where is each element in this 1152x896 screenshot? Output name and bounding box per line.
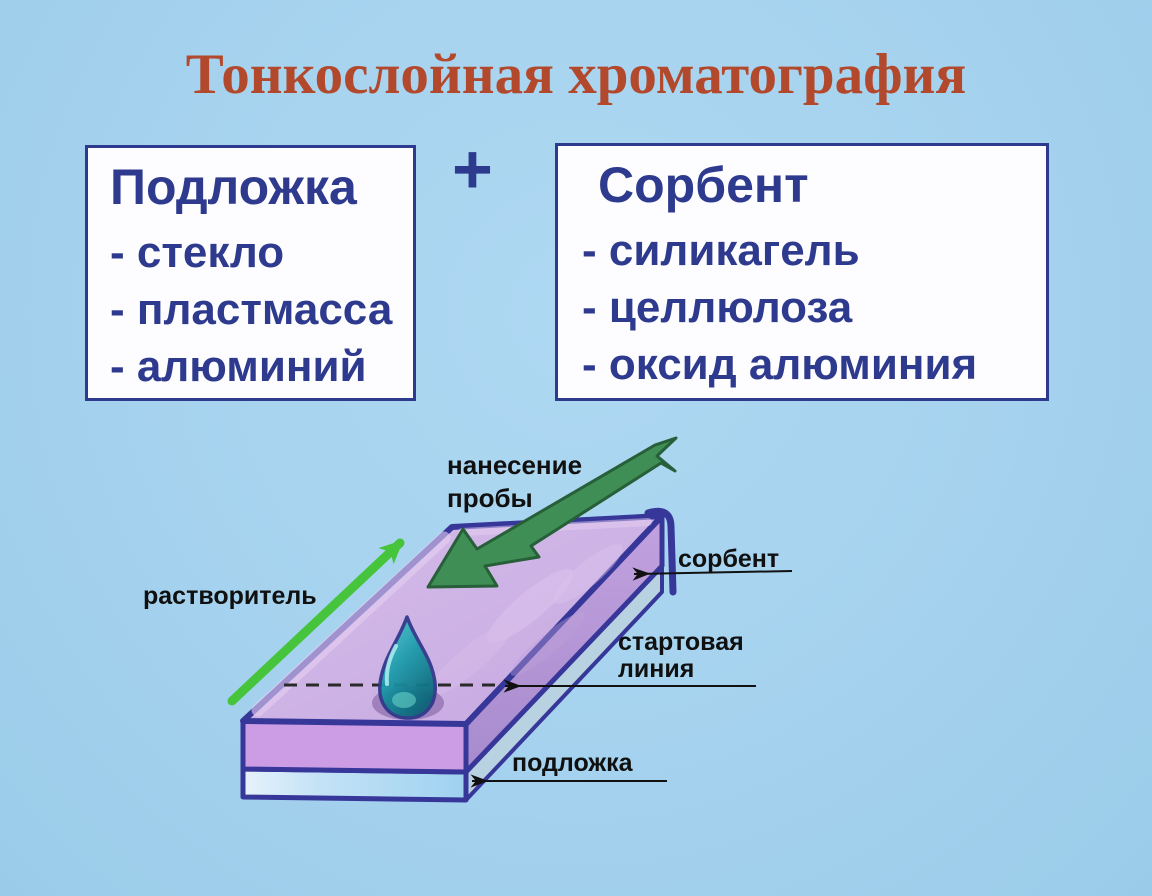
sorbent-box: Сорбент - силикагель - целлюлоза - оксид… [555, 143, 1049, 401]
sample-application-label: нанесение пробы [447, 450, 583, 513]
corner-outline-curl [644, 507, 677, 596]
start-line-label: стартовая линия [618, 628, 744, 683]
sorbent-box-heading: Сорбент [598, 157, 809, 213]
plus-sign: + [452, 130, 493, 208]
substrate-label: подложка [512, 749, 633, 777]
sorbent-label: сорбент [678, 545, 780, 573]
sorbent-item-cellulose: - целлюлоза [582, 283, 853, 332]
substrate-box: Подложка - стекло - пластмасса - алюмини… [85, 145, 416, 401]
substrate-item-aluminium: - алюминий [110, 342, 367, 391]
substrate-box-heading: Подложка [110, 159, 357, 215]
sorbent-top-face [240, 507, 677, 727]
sorbent-item-alumina: - оксид алюминия [582, 340, 978, 389]
sample-application-arrow [426, 436, 678, 589]
sorbent-item-silicagel: - силикагель [582, 226, 860, 275]
substrate-item-glass: - стекло [110, 228, 285, 277]
solvent-label: растворитель [143, 582, 317, 610]
sample-drop [372, 615, 444, 720]
page-title: Тонкослойная хроматография [185, 43, 967, 106]
sorbent-pointer-line [632, 567, 793, 581]
solvent-direction-arrow [227, 538, 405, 706]
substrate-item-plastic: - пластмасса [110, 285, 393, 334]
